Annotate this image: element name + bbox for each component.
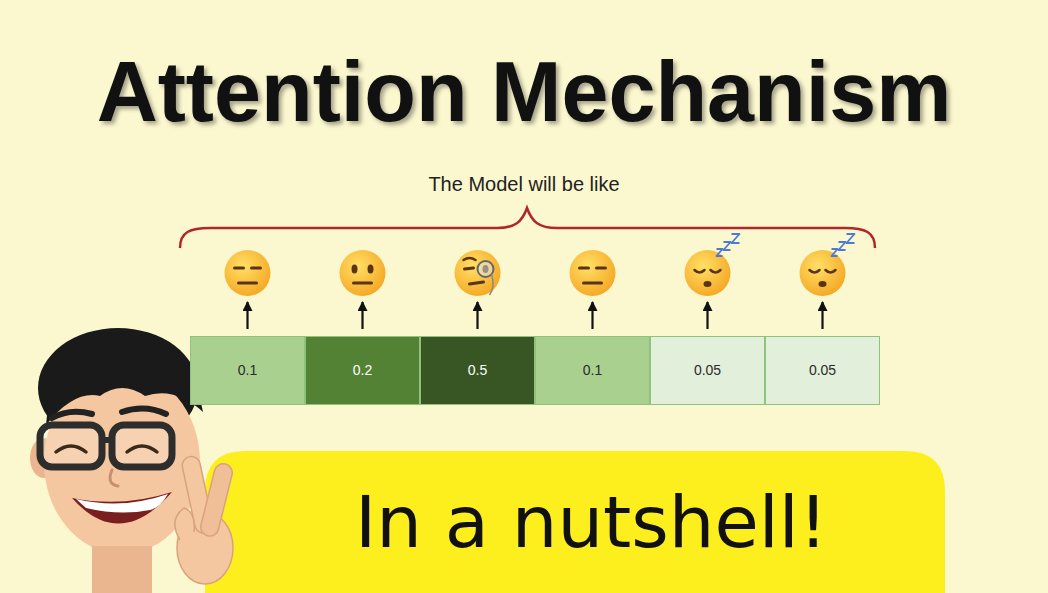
sleeping-emoji xyxy=(819,281,827,287)
memoji-character xyxy=(110,470,118,486)
sleeping-emoji xyxy=(832,234,855,256)
monocle-emoji xyxy=(470,282,484,284)
memoji-character xyxy=(72,492,172,524)
banner-shape xyxy=(205,451,945,593)
up-arrows xyxy=(248,302,823,329)
sleeping-emoji xyxy=(704,281,712,287)
weight-value: 0.2 xyxy=(353,362,372,378)
banner: In a nutshell! xyxy=(205,451,945,593)
memoji-character xyxy=(46,342,203,425)
expressionless-emoji xyxy=(239,282,257,285)
expressionless-emoji xyxy=(225,250,271,296)
weight-cell: 0.1 xyxy=(535,336,650,405)
up-arrows xyxy=(706,302,708,329)
weight-value: 0.5 xyxy=(468,362,487,378)
monocle-emoji xyxy=(455,250,501,296)
sleeping-emoji xyxy=(810,270,836,273)
up-arrows xyxy=(246,302,248,329)
expressionless-emoji xyxy=(580,267,606,270)
up-arrows xyxy=(361,302,363,329)
curly-brace xyxy=(180,208,875,248)
memoji-character xyxy=(92,546,152,593)
sleeping-emoji xyxy=(685,234,740,296)
memoji-character xyxy=(56,446,157,452)
up-arrows xyxy=(591,302,593,329)
expressionless-emoji xyxy=(225,250,271,296)
monocle-emoji xyxy=(455,250,501,296)
sleeping-emoji xyxy=(685,250,731,296)
monocle-emoji xyxy=(464,258,476,260)
expressionless-emoji xyxy=(235,267,261,270)
expressionless-emoji xyxy=(570,250,616,296)
weight-value: 0.05 xyxy=(809,362,836,378)
sleeping-emoji xyxy=(800,234,855,296)
neutral-emoji xyxy=(340,250,386,296)
memoji-character xyxy=(175,508,194,540)
weight-cell: 0.5 xyxy=(420,336,535,405)
banner-text: In a nutshell! xyxy=(355,481,828,564)
sleeping-emoji xyxy=(717,234,740,256)
monocle-emoji xyxy=(465,268,474,269)
weight-cell: 0.1 xyxy=(190,336,305,405)
up-arrows xyxy=(476,302,478,329)
neutral-emoji xyxy=(352,265,358,274)
weight-value: 0.05 xyxy=(694,362,721,378)
weight-cell: 0.2 xyxy=(305,336,420,405)
neutral-emoji xyxy=(368,265,374,274)
weight-value: 0.1 xyxy=(238,362,257,378)
neutral-emoji xyxy=(354,282,372,285)
memoji-character xyxy=(199,462,234,538)
memoji-character xyxy=(102,437,112,443)
memoji-character xyxy=(52,408,166,418)
weight-cell: 0.05 xyxy=(650,336,765,405)
up-arrows xyxy=(821,302,823,329)
expressionless-emoji xyxy=(570,250,616,296)
memoji-character xyxy=(76,494,168,513)
sleeping-emoji xyxy=(800,250,846,296)
neutral-emoji xyxy=(340,250,386,296)
memoji-character xyxy=(175,455,234,584)
title: Attention Mechanism xyxy=(0,50,1048,135)
weight-cell: 0.05 xyxy=(765,336,880,405)
sleeping-emoji xyxy=(695,270,721,273)
banner-shape xyxy=(205,451,945,593)
monocle-emoji xyxy=(490,274,494,295)
weight-value: 0.1 xyxy=(583,362,602,378)
note-label: The Model will be like xyxy=(0,172,1048,196)
expressionless-emoji xyxy=(584,282,602,285)
